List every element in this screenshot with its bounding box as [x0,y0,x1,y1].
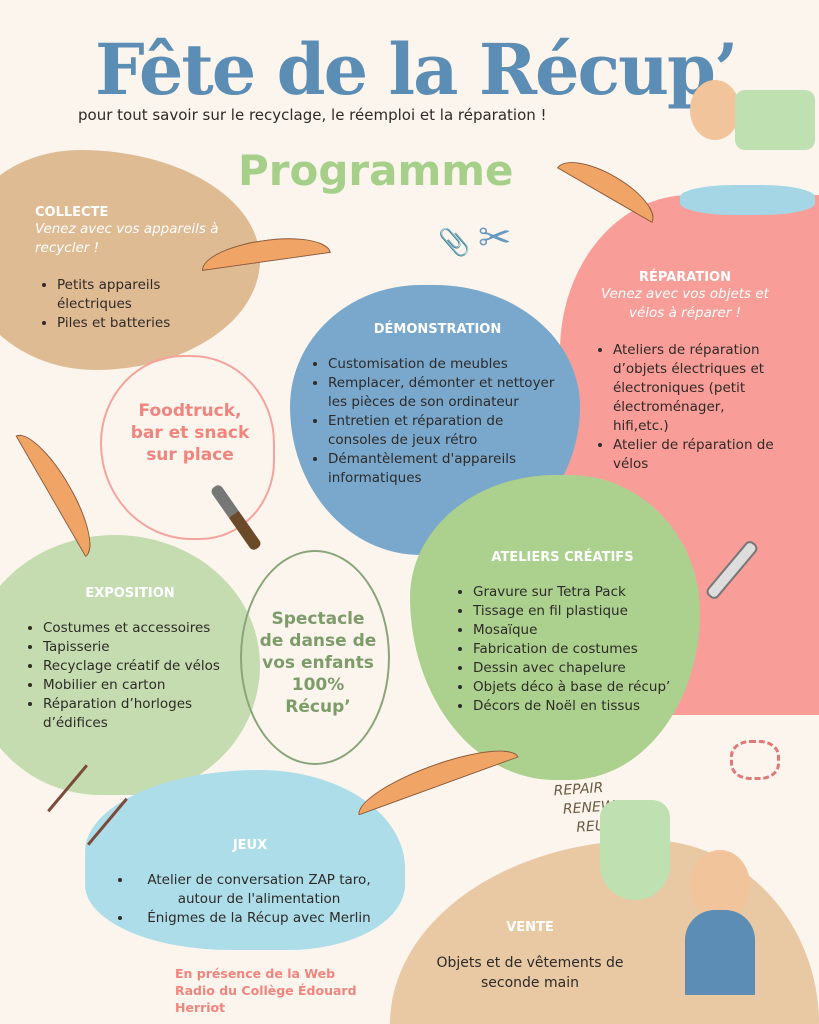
foodtruck-outline [100,355,275,540]
list-item: Démantèlement d'appareils informatiques [328,450,565,488]
vente-heading: VENTE [506,920,554,935]
spectacle-outline [240,550,390,765]
jeux-heading: JEUX [232,838,268,853]
list-item: Costumes et accessoires [43,619,235,638]
vente-section: VENTE Objets et de vêtements de seconde … [435,920,625,993]
sewing-woman-illustration [680,55,815,220]
list-item: Atelier de réparation de vélos [613,436,775,474]
list-item: Gravure sur Tetra Pack [473,583,695,602]
ateliers-blob [410,475,700,780]
scissors-icon: ✂ [478,215,512,261]
exposition-section: EXPOSITION Costumes et accessoiresTapiss… [25,586,235,733]
list-item: Atelier de conversation ZAP taro, autour… [133,871,385,909]
paperclip-icon: 📎 [438,228,471,258]
list-item: Réparation d’horloges d’édifices [43,695,235,733]
list-item: Recyclage créatif de vélos [43,657,235,676]
list-item: Mobilier en carton [43,676,235,695]
programme-heading: Programme [238,146,514,195]
list-item: Remplacer, démonter et nettoyer les pièc… [328,374,565,412]
list-item: Mosaïque [473,621,695,640]
collecte-section: COLLECTE Venez avec vos appareils à recy… [35,205,235,333]
sock-woman-illustration [595,780,765,1000]
jeux-section: JEUX Atelier de conversation ZAP taro, a… [115,838,385,928]
list-item: Énigmes de la Récup avec Merlin [133,909,385,928]
reparation-section: RÉPARATION Venez avec vos objets et vélo… [595,270,775,474]
subtitle: pour tout savoir sur le recyclage, le ré… [78,106,547,124]
demonstration-heading: DÉMONSTRATION [373,322,502,337]
spring-icon [730,740,780,780]
list-item: Fabrication de costumes [473,640,695,659]
list-item: Décors de Noël en tissus [473,697,695,716]
demonstration-section: DÉMONSTRATION Customisation de meublesRe… [310,322,565,488]
list-item: Ateliers de réparation d’objets électriq… [613,341,775,436]
collecte-tagline: Venez avec vos appareils à recycler ! [35,221,219,256]
list-item: Entretien et réparation de consoles de j… [328,412,565,450]
arrow-icon [556,148,664,224]
list-item: Objets déco à base de récup’ [473,678,695,697]
vente-text: Objets et de vêtements de seconde main [436,955,624,991]
list-item: Customisation de meubles [328,355,565,374]
ateliers-section: ATELIERS CRÉATIFS Gravure sur Tetra Pack… [455,550,695,716]
collecte-heading: COLLECTE [35,205,109,220]
jeux-blob [85,770,405,950]
list-item: Petits appareils électriques [57,276,235,314]
webradio-text: En présence de la Web Radio du Collège É… [175,966,357,1015]
reparation-tagline: Venez avec vos objets et vélos à réparer… [601,286,769,321]
list-item: Tapisserie [43,638,235,657]
list-item: Tissage en fil plastique [473,602,695,621]
ateliers-heading: ATELIERS CRÉATIFS [491,550,634,565]
page-title: Fête de la Récup’ [95,28,738,111]
list-item: Piles et batteries [57,314,235,333]
spectacle-text: Spectacle de danse de vos enfants 100% R… [259,609,377,717]
list-item: Dessin avec chapelure [473,659,695,678]
exposition-heading: EXPOSITION [85,586,175,601]
exposition-blob [0,535,260,795]
foodtruck-text: Foodtruck, bar et snack sur place [130,401,250,465]
reparation-heading: RÉPARATION [639,270,731,285]
